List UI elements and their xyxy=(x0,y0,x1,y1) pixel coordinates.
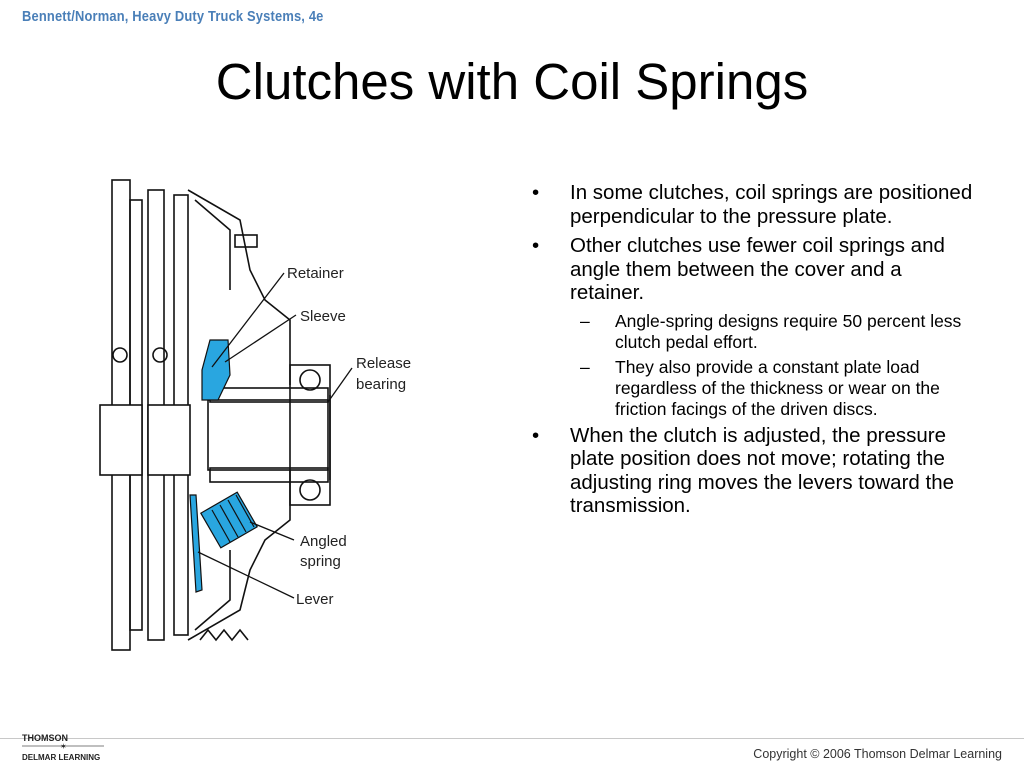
footer-divider xyxy=(0,738,1024,739)
logo-top-text: THOMSON xyxy=(22,733,68,743)
book-header: Bennett/Norman, Heavy Duty Truck Systems… xyxy=(22,8,324,25)
label-release-line2: bearing xyxy=(356,376,406,393)
bullet-item: Other clutches use fewer coil springs an… xyxy=(530,234,980,305)
label-angled-line1: Angled xyxy=(300,533,347,550)
label-angled-line2: spring xyxy=(300,553,341,570)
star-icon: ✶ xyxy=(60,742,67,751)
bullet-item: When the clutch is adjusted, the pressur… xyxy=(530,424,980,518)
label-sleeve: Sleeve xyxy=(300,308,346,325)
logo-bottom-text: DELMAR LEARNING xyxy=(22,753,100,762)
bullet-item: In some clutches, coil springs are posit… xyxy=(530,181,980,228)
label-release-line1: Release xyxy=(356,355,411,372)
copyright-notice: Copyright © 2006 Thomson Delmar Learning xyxy=(753,747,1002,761)
label-lever: Lever xyxy=(296,591,334,608)
sub-bullet-item: Angle-spring designs require 50 percent … xyxy=(530,311,980,353)
bullet-list: In some clutches, coil springs are posit… xyxy=(530,181,980,524)
sub-bullet-item: They also provide a constant plate load … xyxy=(530,357,980,420)
slide-title: Clutches with Coil Springs xyxy=(215,53,809,110)
clutch-cross-section-diagram: Retainer Sleeve Release bearing Angled s… xyxy=(99,179,411,651)
label-retainer: Retainer xyxy=(287,265,344,282)
thomson-delmar-logo: THOMSON ✶ DELMAR LEARNING xyxy=(22,733,104,762)
